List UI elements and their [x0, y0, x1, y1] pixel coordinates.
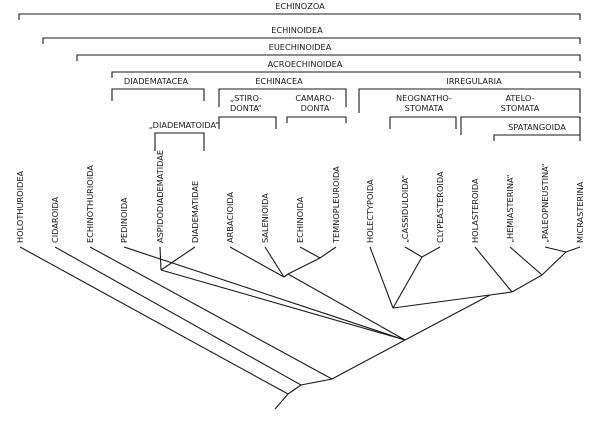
- branch: [274, 393, 289, 410]
- camaro-donta-bracket: [286, 116, 347, 123]
- group-brackets: ECHINOZOA ECHINOIDEA EUECHINOIDEA ACROECHIN…: [18, 1, 581, 151]
- euechinoidea-bracket: [76, 54, 581, 61]
- taxon-label-salenioida: SALENIOIDA: [260, 193, 270, 243]
- taxon-label-holothuroidea: HOLOTHUROIDEA: [15, 171, 25, 243]
- branch: [489, 291, 513, 296]
- tree-branches: [19, 246, 581, 410]
- irregularia-label: IRREGULARIA: [446, 76, 502, 86]
- branch: [287, 257, 321, 275]
- branch: [541, 251, 567, 276]
- branch: [404, 246, 423, 258]
- branch: [421, 246, 441, 258]
- branch: [331, 339, 406, 380]
- branch: [319, 246, 337, 259]
- diadematoida-label: „DIADEMATOIDA“: [149, 120, 220, 130]
- taxon-label-temnopleuroida: TEMNOPLEUROIDA: [331, 166, 341, 244]
- branch: [54, 246, 302, 386]
- taxon-label-cidaroida: CIDAROIDA: [50, 196, 60, 243]
- taxon-label-echinoida: ECHINOIDA: [295, 196, 305, 243]
- branch: [19, 246, 289, 395]
- taxon-label-aspidodiadematidae: ASPIDODIADEMATIDAE: [155, 150, 165, 243]
- acroechinoidea-label: ACROECHINOIDEA: [268, 59, 343, 69]
- branch: [89, 246, 333, 380]
- branch: [299, 246, 321, 259]
- branch: [123, 246, 406, 341]
- diadematoida-bracket: [154, 132, 205, 151]
- branch: [160, 246, 196, 271]
- branch: [392, 256, 423, 309]
- echinacea-bracket: [218, 88, 347, 107]
- spatangoida-label: SPATANGOIDA: [508, 122, 566, 132]
- taxon-label-holectypoida: HOLECTYPOIDA: [365, 179, 375, 243]
- taxon-label-arbacioida: ARBACIOIDA: [225, 191, 235, 243]
- echinozoa-bracket: [18, 13, 581, 20]
- euechinoidea-label: EUECHINOIDEA: [269, 42, 332, 52]
- taxon-label-paleopneustina: „PALEOPNEUSTINA“: [540, 163, 550, 243]
- branch: [392, 294, 491, 309]
- branch: [300, 378, 333, 386]
- branch: [283, 273, 289, 278]
- branch: [229, 246, 285, 278]
- taxon-label-hemiasterina: „HEMIASTERINA“: [505, 174, 515, 243]
- echinacea-label: ECHINACEA: [255, 76, 303, 86]
- neognatho-stomata-bracket: [389, 116, 457, 129]
- taxon-label-clypeasteroida: CLYPEASTEROIDA: [435, 171, 445, 243]
- branch: [509, 246, 543, 276]
- camaro-donta-label: CAMARO-DONTA: [295, 93, 334, 113]
- taxon-labels: HOLOTHUROIDEA CIDAROIDA ECHINOTHURIOIDA PED…: [15, 150, 585, 244]
- spatangoida-bracket: [493, 134, 581, 141]
- branch: [369, 246, 394, 309]
- stiro-donta-bracket: [218, 116, 277, 129]
- taxon-label-holasteroida: HOLASTEROIDA: [470, 178, 480, 243]
- echinozoa-label: ECHINOZOA: [275, 1, 325, 11]
- stiro-donta-label: „STIRO-DONTA“: [230, 93, 262, 113]
- branch: [474, 246, 513, 293]
- diadematacea-label: DIADEMATACEA: [124, 76, 189, 86]
- atelo-stomata-bracket: [460, 116, 581, 135]
- echinoidea-label: ECHINOIDEA: [271, 25, 323, 35]
- branch: [511, 274, 543, 293]
- branch: [287, 273, 406, 341]
- acroechinoidea-bracket: [111, 71, 581, 78]
- diadematacea-bracket: [111, 88, 205, 101]
- taxon-label-echinothurioida: ECHINOTHURIOIDA: [85, 165, 95, 243]
- branch: [264, 246, 285, 278]
- irregularia-bracket: [358, 88, 581, 113]
- branch: [160, 269, 406, 341]
- taxon-label-micrasterina: MICRASTERINA: [575, 181, 585, 243]
- neognatho-stomata-label: NEOGNATHO-STOMATA: [396, 93, 452, 113]
- taxon-label-cassiduloida: „CASSIDULOIDA“: [400, 175, 410, 243]
- atelo-stomata-label: ATELO-STOMATA: [501, 93, 540, 113]
- echinoidea-bracket: [42, 37, 581, 44]
- branch: [159, 246, 162, 271]
- branch: [404, 294, 491, 341]
- branch: [287, 384, 302, 395]
- branch: [544, 246, 567, 253]
- taxon-label-pedinoida: PEDINOIDA: [119, 197, 129, 243]
- branch: [565, 246, 581, 253]
- taxon-label-diadematidae: DIADEMATIDAE: [190, 181, 200, 243]
